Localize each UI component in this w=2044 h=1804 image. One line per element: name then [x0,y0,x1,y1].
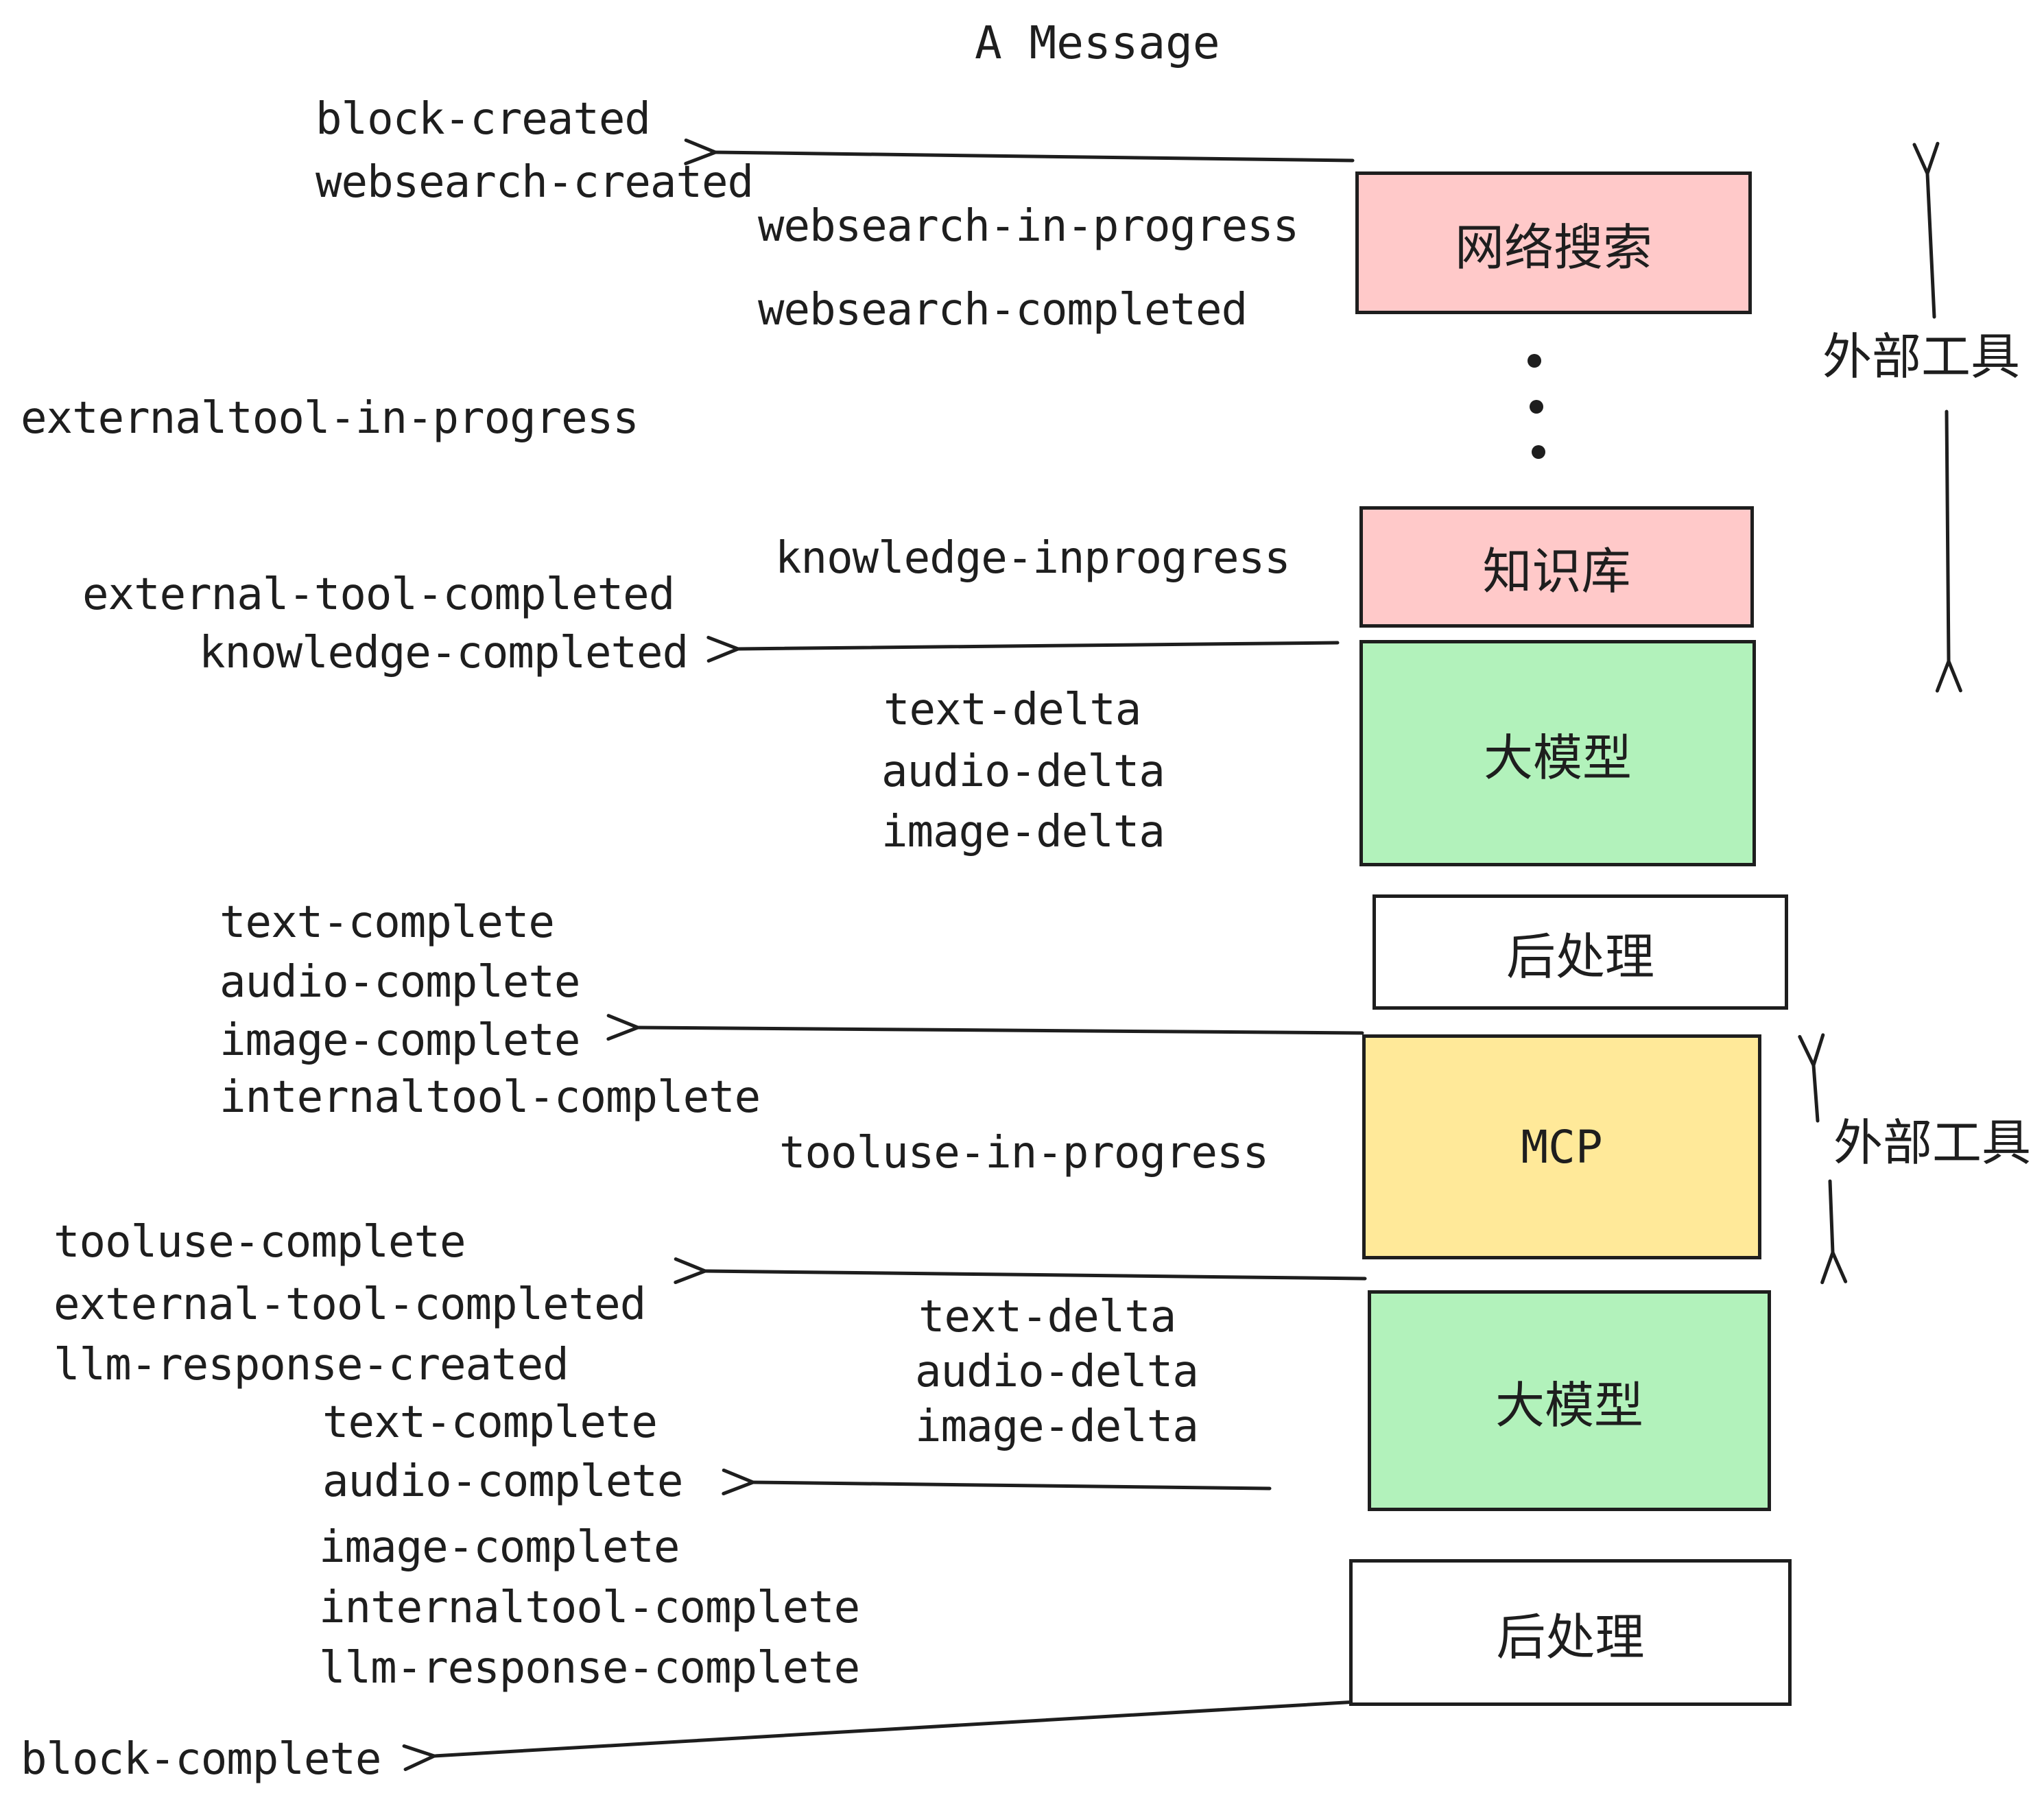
box-llm-2: 大模型 [1368,1290,1771,1511]
box-postprocess-2: 后处理 [1349,1559,1792,1706]
event-label-internaltool-complete-2: internaltool-complete [319,1582,860,1633]
event-label-knowledge-inprogress: knowledge-inprogress [775,533,1291,584]
external-tools-range-label: 外部工具 [1822,328,2021,385]
box-llm-1-label: 大模型 [1483,728,1632,787]
arrow-to-block-created [715,152,1355,161]
event-label-websearch-created: websearch-created [316,157,754,208]
event-label-knowledge-completed: knowledge-completed [199,628,689,678]
external-tools-range-up-arrow [1927,174,1934,319]
event-label-text-delta-2: text-delta [918,1292,1176,1342]
arrow-to-audio-complete [753,1482,1272,1488]
event-label-text-complete-1: text-complete [219,897,555,948]
event-label-external-tool-completed-2: external-tool-completed [54,1279,646,1330]
event-label-tooluse-complete: tooluse-complete [54,1217,466,1268]
page-title: A Message [975,16,1220,69]
box-llm-2-label: 大模型 [1495,1376,1643,1434]
event-label-audio-complete-2: audio-complete [322,1456,683,1507]
event-label-image-complete-1: image-complete [219,1015,580,1066]
mcp-external-tools-up-arrow [1814,1065,1818,1123]
event-label-block-complete: block-complete [21,1734,381,1785]
event-label-llm-response-created: llm-response-created [54,1340,569,1390]
event-label-audio-complete-1: audio-complete [219,957,580,1008]
event-label-internaltool-complete-1: internaltool-complete [219,1072,761,1123]
box-knowledge: 知识库 [1359,506,1754,628]
box-postprocess-2-label: 后处理 [1496,1608,1645,1666]
mcp-external-tools-down-arrow [1830,1179,1833,1253]
vertical-ellipsis-icon [1528,354,1545,459]
box-websearch: 网络搜索 [1355,171,1752,314]
box-websearch-label: 网络搜索 [1454,218,1652,276]
event-label-text-delta-1: text-delta [883,685,1141,735]
event-label-tooluse-in-progress: tooluse-in-progress [779,1128,1269,1178]
event-label-image-complete-2: image-complete [319,1522,680,1573]
event-label-image-delta-1: image-delta [881,807,1165,857]
event-label-websearch-completed: websearch-completed [758,285,1248,335]
event-label-block-created: block-created [316,94,651,145]
event-label-audio-delta-1: audio-delta [881,746,1165,797]
box-postprocess-1: 后处理 [1372,894,1788,1010]
external-tools-range-down-arrow [1947,410,1949,661]
arrow-to-knowledge-completed [738,643,1340,649]
arrow-to-tooluse-complete [705,1271,1367,1279]
event-label-externaltool-in-progress: externaltool-in-progress [21,393,639,444]
box-mcp: MCP [1362,1034,1761,1259]
mcp-external-tools-range-label: 外部工具 [1833,1114,2032,1172]
arrow-to-image-complete [638,1028,1364,1033]
event-label-websearch-in-progress: websearch-in-progress [758,201,1299,252]
event-label-llm-response-complete: llm-response-complete [319,1643,860,1694]
box-knowledge-label: 知识库 [1482,543,1631,600]
event-label-image-delta-2: image-delta [915,1401,1199,1452]
event-label-external-tool-completed: external-tool-completed [82,569,675,620]
event-label-text-complete-2: text-complete [322,1397,658,1448]
box-mcp-label: MCP [1521,1120,1603,1174]
box-llm-1: 大模型 [1359,640,1756,866]
box-postprocess-1-label: 后处理 [1506,927,1654,986]
event-label-audio-delta-2: audio-delta [915,1346,1199,1397]
arrow-to-block-complete [434,1699,1370,1756]
